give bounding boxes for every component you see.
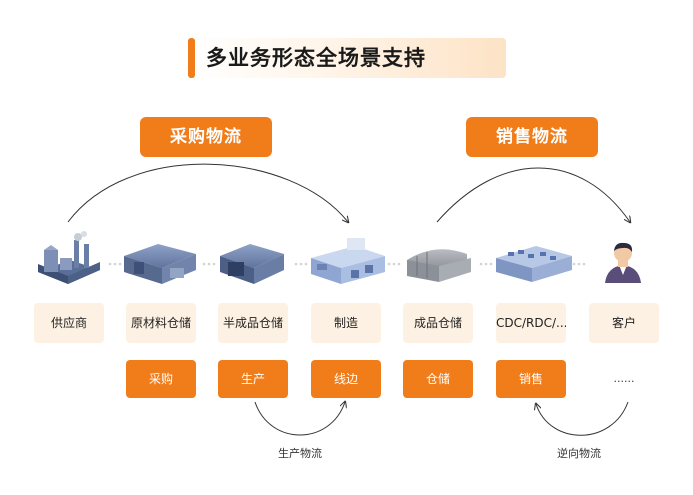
procurement-flow-arc [67,163,348,222]
page-title: 多业务形态全场景支持 [206,46,426,70]
warehouse-icon [124,244,196,284]
warehouse-icon [220,244,284,284]
stage-customer: 客户 [589,303,659,343]
stage-distribution-center: CDC/RDC/... [496,303,566,343]
action-more: ...... [613,372,635,385]
reverse-logistics-label: 逆向物流 [557,447,601,460]
reverse-flow-arc [536,402,629,436]
factory-icon [38,231,100,284]
customer-icon [605,242,641,283]
plant-icon [311,238,385,284]
procurement-logistics-header: 采购物流 [140,117,272,157]
action-production: 生产 [218,360,288,398]
action-sales: 销售 [496,360,566,398]
sales-flow-arc [436,167,630,222]
stage-supplier: 供应商 [34,303,104,343]
stage-finished-goods-storage: 成品仓储 [403,303,473,343]
sales-logistics-header: 销售物流 [466,117,598,157]
action-line-side: 线边 [311,360,381,398]
stage-semi-finished-storage: 半成品仓储 [218,303,288,343]
production-logistics-label: 生产物流 [278,447,322,460]
production-flow-arc [254,402,345,436]
action-storage: 仓储 [403,360,473,398]
title-banner [188,38,506,78]
stage-connectors [108,262,586,266]
stage-manufacturing: 制造 [311,303,381,343]
warehouse-icon [407,249,471,282]
title-accent-bar [188,38,195,78]
distribution-center-icon [496,246,572,282]
stage-raw-material-storage: 原材料仓储 [126,303,196,343]
action-purchase: 采购 [126,360,196,398]
